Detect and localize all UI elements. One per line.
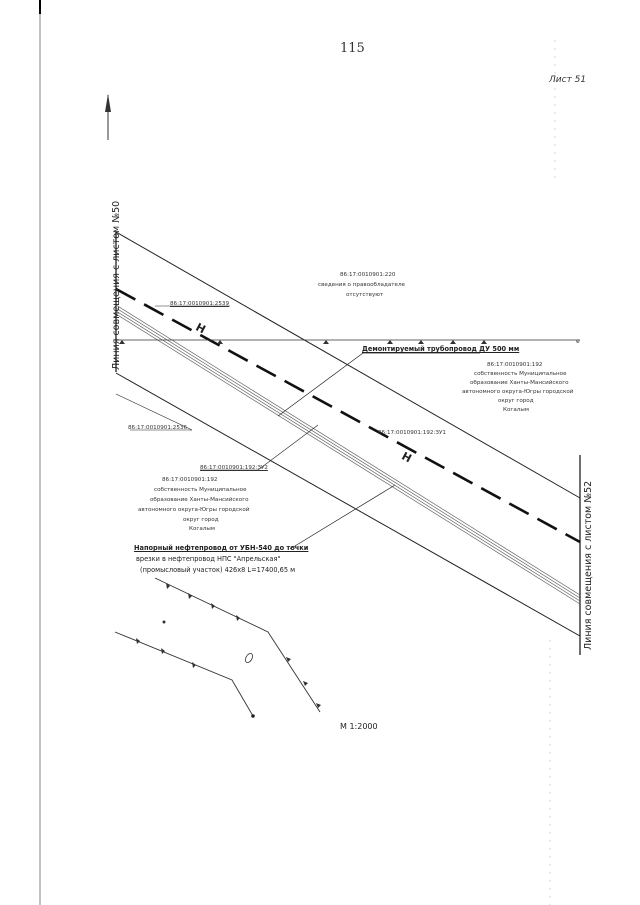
parcel-top-owner: сведения о правообладателе	[318, 282, 406, 288]
svg-text:e: e	[576, 338, 580, 345]
leader-pipeline	[289, 484, 396, 550]
pipeline-desc-3: (промысловый участок) 426х8 L=17400,65 м	[140, 566, 296, 574]
road-upper	[154, 577, 321, 713]
code-2539: 86:17:0010901:2539	[170, 301, 230, 307]
code-2536: 86:17:0010901:2536	[128, 425, 188, 431]
code-zu2: 86:17:0010901:192:ЗУ2	[200, 465, 268, 471]
parcel-boundary-top	[115, 231, 581, 499]
road-markers	[136, 583, 321, 708]
parcel-top-status: отсутствуют	[346, 292, 384, 298]
dismantle-label: Демонтируемый трубопровод ДУ 500 мм	[362, 345, 520, 353]
road-lower	[114, 631, 254, 717]
parcel-left-line2: образование Ханты-Мансийского	[150, 497, 249, 503]
parcel-boundary-bottom	[115, 372, 581, 637]
parcel-left-code: 86:17:0010901:192	[162, 477, 218, 483]
parcel-left-line1: собственность Муниципальное	[154, 487, 247, 493]
parcel-right-line5: Когалым	[503, 407, 529, 413]
dismantle-pipeline	[115, 287, 581, 544]
north-arrow-icon	[105, 94, 111, 140]
parcel-right-line3: автономного округа-Югры городской	[462, 389, 574, 395]
match-line-left-label: Линия совмещения с листом №50	[111, 200, 122, 370]
parcel-left-line4: округ город	[183, 517, 219, 523]
route-markers	[119, 340, 487, 344]
page-number: 115	[340, 41, 365, 56]
pipeline-corridor	[115, 304, 581, 605]
parcel-right-line1: собственность Муниципальное	[474, 371, 567, 377]
sheet-label: Лист 51	[549, 75, 587, 85]
map-scale: М 1:2000	[340, 722, 378, 731]
code-zu1: 86:17:0010901:192:ЗУ1	[378, 430, 446, 436]
pipeline-desc-1: Напорный нефтепровод от УБН-540 до точки	[134, 544, 309, 552]
parcel-top-code: 86:17:0010901:220	[340, 272, 396, 278]
parcel-right-line4: округ город	[498, 398, 534, 404]
pipeline-desc-2: врезки в нефтепровод НПС "Апрельская"	[136, 555, 281, 563]
leader-dismantle	[277, 352, 364, 417]
parcel-right-code: 86:17:0010901:192	[487, 362, 543, 368]
parcel-left-line5: Когалым	[189, 526, 215, 532]
parcel-left-line3: автономного округа-Югры городской	[138, 507, 250, 513]
parcel-right-line2: образование Ханты-Мансийского	[470, 380, 569, 386]
match-line-right-label: Линия совмещения с листом №52	[583, 480, 594, 650]
